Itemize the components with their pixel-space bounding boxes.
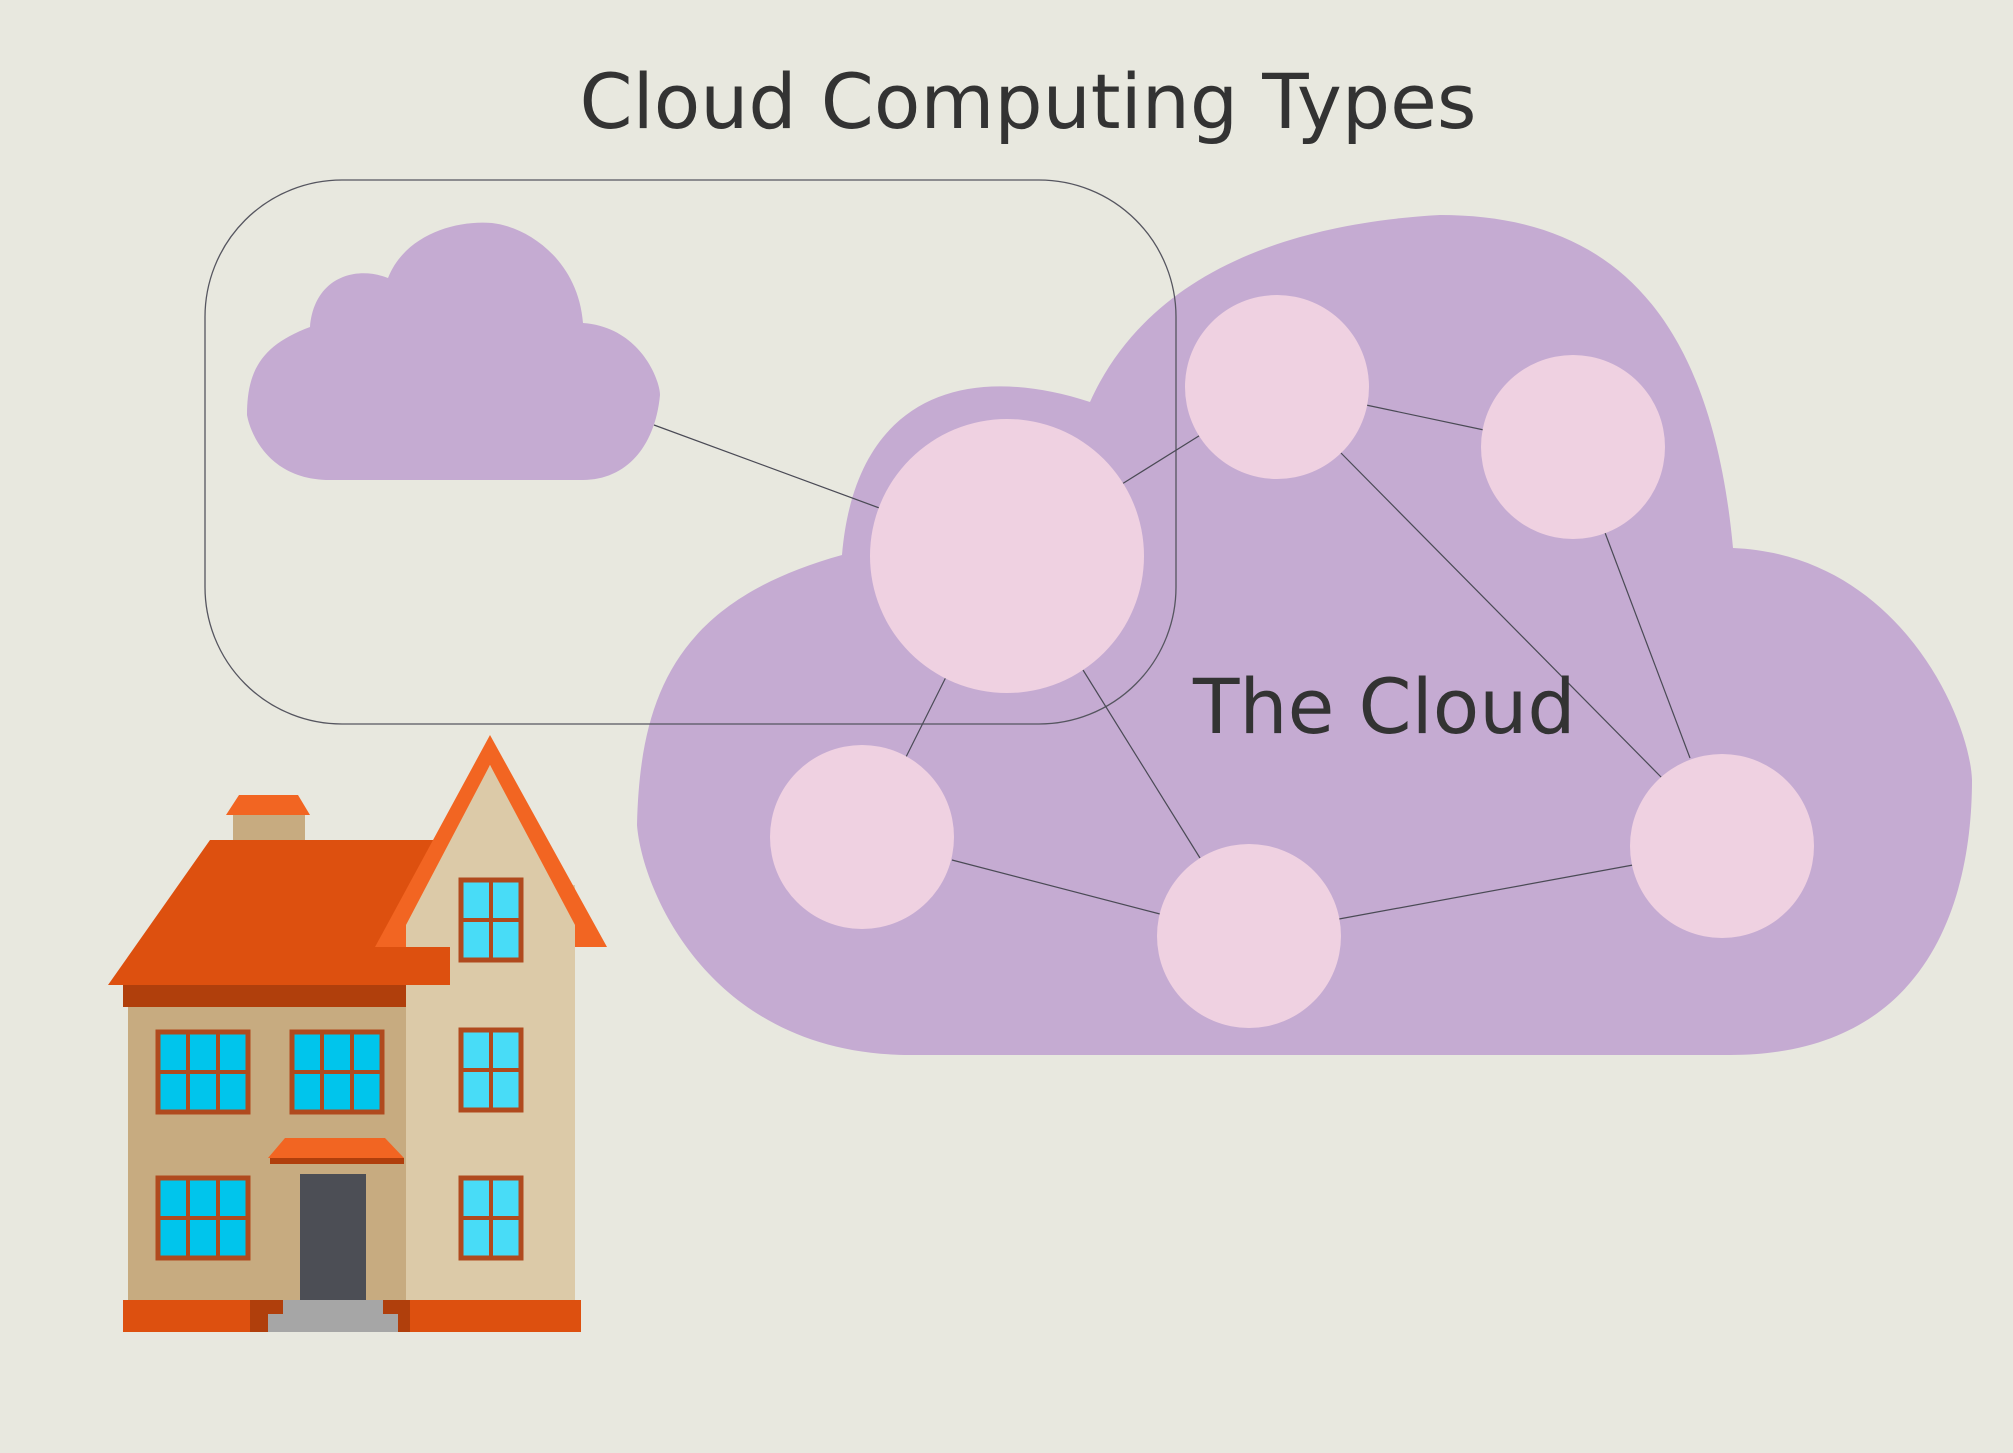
network-node <box>770 745 954 929</box>
cloud-icon <box>247 222 660 480</box>
network-node <box>1185 295 1369 479</box>
connection-line <box>1338 450 1665 781</box>
connection-line <box>1365 404 1485 431</box>
house-icon <box>108 735 607 1332</box>
grouping-boundary <box>204 179 1177 725</box>
connection-line <box>1338 864 1634 920</box>
connection-line <box>1121 433 1203 485</box>
connection-line <box>905 674 948 758</box>
network-nodes <box>770 295 1814 1028</box>
cloud-label: The Cloud <box>1192 662 1576 751</box>
connection-line <box>653 424 883 510</box>
network-node-hub <box>870 419 1144 693</box>
network-node <box>1630 754 1814 938</box>
diagram-title: Cloud Computing Types <box>580 57 1477 146</box>
connection-line <box>951 859 1161 915</box>
connections <box>653 404 1691 920</box>
network-node <box>1157 844 1341 1028</box>
network-node <box>1481 355 1665 539</box>
connection-line <box>1082 669 1201 859</box>
connection-line <box>1603 529 1691 759</box>
